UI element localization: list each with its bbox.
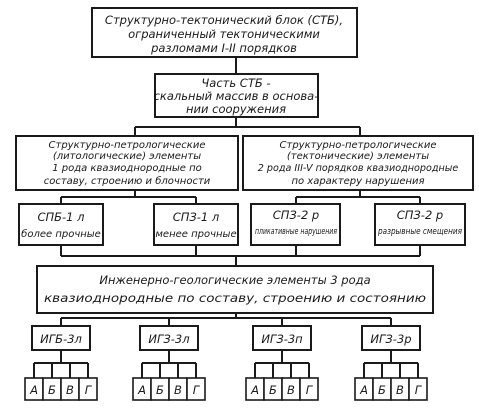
part-block-line-3: нии сооружения bbox=[186, 102, 286, 116]
left-elements-block: Структурно-петрологические (литологическ… bbox=[15, 135, 239, 191]
left-elements-line-4: составу, строению и блочности bbox=[44, 175, 211, 187]
top-block-line-1: Структурно-тектонический блок (СТБ), bbox=[105, 13, 343, 27]
level3-spb1: СПБ-1 л более прочные bbox=[18, 203, 104, 246]
subcell-label: А bbox=[137, 383, 146, 397]
top-block: Структурно-тектонический блок (СТБ), огр… bbox=[91, 7, 358, 58]
part-block-box bbox=[154, 73, 319, 118]
part-block: Часть СТБ - скальный массив в основа- ни… bbox=[154, 73, 319, 118]
subcell-label: В bbox=[396, 383, 404, 397]
level3-code: СПЗ-2 р bbox=[273, 208, 319, 222]
subcell-label: Г bbox=[193, 383, 201, 397]
engineering-line-2: квазиоднородные по составу, строению и с… bbox=[44, 291, 426, 305]
subcell-label: А bbox=[359, 383, 368, 397]
level3-spz2-razr: СПЗ-2 р разрывные смещения bbox=[374, 203, 466, 246]
engineering-line-1: Инженерно-геологические элементы 3 рода bbox=[99, 273, 370, 287]
part-block-line-2: скальный массив в основа- bbox=[154, 89, 319, 103]
level3-desc: менее прочные bbox=[155, 229, 236, 240]
level3-box bbox=[153, 203, 239, 246]
right-elements-box bbox=[242, 135, 474, 191]
level3-spz2-plic: СПЗ-2 р пликативные нарушения bbox=[250, 203, 341, 246]
right-elements-block: Структурно-петрологические (тектонически… bbox=[242, 135, 474, 191]
top-block-line-3: разломами I-II порядков bbox=[150, 41, 297, 55]
subcell-box bbox=[186, 377, 206, 401]
level5-label: ИГБ-3л bbox=[40, 332, 82, 346]
left-elements-line-2: (литологические) элементы bbox=[53, 151, 201, 162]
right-elements-line-4: по характеру нарушения bbox=[291, 176, 424, 187]
level5-box bbox=[361, 325, 421, 351]
subcell-box bbox=[408, 377, 428, 401]
right-elements-line-2: (тектонические) элементы bbox=[287, 151, 429, 162]
subcell-label: Г bbox=[85, 383, 93, 397]
engineering-block: Инженерно-геологические элементы 3 рода … bbox=[36, 265, 434, 314]
level5-label: ИГЗ-3р bbox=[370, 332, 411, 346]
level3-code: СПЗ-1 л bbox=[173, 210, 220, 224]
level5-label: ИГЗ-3л bbox=[148, 332, 190, 346]
left-elements-line-3: 1 рода квазиоднородные по bbox=[52, 163, 202, 174]
subcell-label: Б bbox=[156, 383, 164, 397]
level5-label: ИГЗ-3п bbox=[261, 332, 303, 346]
right-elements-line-3: 2 рода III-V порядков квазиоднородные bbox=[258, 163, 459, 174]
level3-code: СПЗ-2 р bbox=[397, 208, 443, 222]
right-elements-line-1: Структурно-петрологические bbox=[280, 140, 437, 151]
level3-box bbox=[18, 203, 104, 246]
level3-desc: более прочные bbox=[21, 228, 101, 240]
engineering-box bbox=[36, 265, 434, 314]
subcell-label: Б bbox=[269, 383, 277, 397]
top-block-box bbox=[91, 7, 358, 58]
subcell-label: Г bbox=[415, 383, 423, 397]
left-elements-box bbox=[15, 135, 239, 191]
level3-code: СПБ-1 л bbox=[37, 210, 85, 224]
subcell-label: Б bbox=[48, 383, 56, 397]
level3-desc: разрывные смещения bbox=[377, 227, 462, 237]
subcell-label: В bbox=[174, 383, 182, 397]
subcell-label: А bbox=[29, 383, 38, 397]
subcell-box bbox=[78, 377, 98, 401]
level3-box bbox=[250, 203, 341, 246]
connectors bbox=[60, 57, 421, 326]
subcell-label: Г bbox=[306, 383, 314, 397]
subcell-label: А bbox=[250, 383, 259, 397]
level3-desc: пликативные нарушения bbox=[255, 227, 337, 237]
level3-box bbox=[374, 203, 466, 246]
level3-spz1: СПЗ-1 л менее прочные bbox=[153, 203, 239, 246]
subcell-box bbox=[299, 377, 319, 401]
top-block-line-2: ограниченный тектоническими bbox=[128, 27, 320, 41]
left-elements-line-1: Структурно-петрологические bbox=[49, 140, 206, 151]
subcell-label: Б bbox=[378, 383, 386, 397]
subcell-label: В bbox=[287, 383, 295, 397]
subcell-label: В bbox=[66, 383, 74, 397]
part-block-line-1: Часть СТБ - bbox=[201, 76, 270, 90]
